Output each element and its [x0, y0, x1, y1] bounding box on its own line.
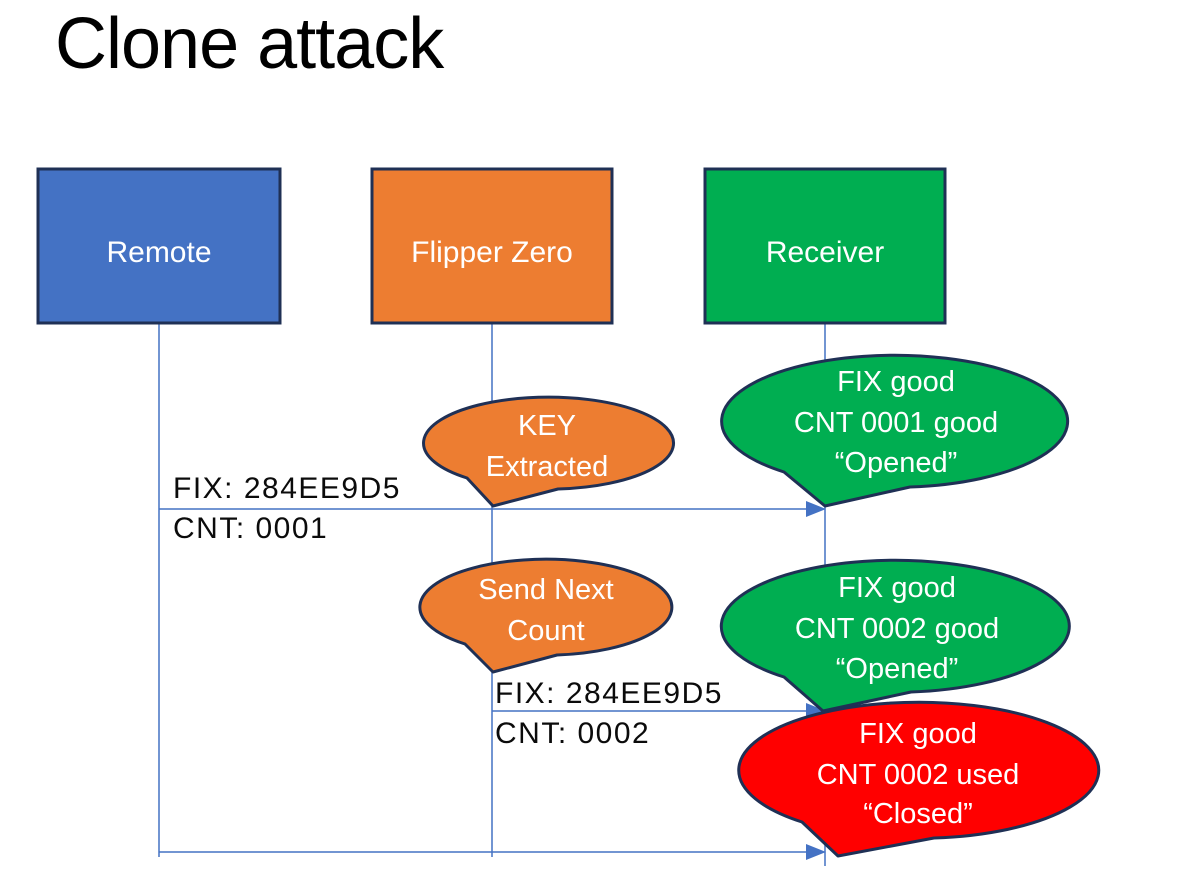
actor-remote: Remote	[36, 167, 282, 325]
bubble-line: KEY	[518, 410, 576, 442]
speech-bubble	[422, 395, 676, 508]
actor-label: Remote	[106, 236, 211, 269]
arrowhead-right-icon	[806, 844, 826, 860]
message-1-cnt-label: CNT: 0001	[173, 512, 328, 545]
callout-opened-2: FIX good CNT 0002 good “Opened”	[719, 558, 1071, 713]
bubble-line: FIX good	[837, 366, 955, 398]
message-2-cnt-label: CNT: 0002	[495, 717, 650, 750]
actor-label: Receiver	[766, 236, 884, 269]
actor-flipper-zero: Flipper Zero	[370, 167, 614, 325]
callout-opened-1: FIX good CNT 0001 good “Opened”	[720, 353, 1070, 508]
speech-bubble	[737, 700, 1101, 858]
bubble-line: “Closed”	[863, 798, 973, 830]
speech-bubble	[719, 558, 1071, 713]
callout-key-extracted: KEY Extracted	[422, 395, 676, 508]
speech-bubble	[418, 557, 674, 674]
bubble-line: FIX good	[838, 572, 956, 604]
speech-bubble	[720, 353, 1070, 508]
actor-box	[370, 167, 614, 325]
arrowhead-right-icon	[806, 501, 826, 517]
bubble-line: Extracted	[486, 451, 609, 483]
bubble-line: “Opened”	[835, 447, 958, 479]
callout-send-next-count: Send Next Count	[418, 557, 674, 674]
bubble-line: CNT 0001 good	[794, 407, 998, 439]
bubble-line: CNT 0002 used	[817, 759, 1020, 791]
message-1-fix-label: FIX: 284EE9D5	[173, 472, 401, 505]
message-arrow-1	[159, 501, 826, 517]
bubble-line: “Opened”	[836, 653, 959, 685]
bubble-line: FIX good	[859, 718, 977, 750]
actor-box	[36, 167, 282, 325]
page-title: Clone attack	[55, 4, 445, 84]
actor-receiver: Receiver	[703, 167, 947, 325]
message-2-fix-label: FIX: 284EE9D5	[495, 677, 723, 710]
actor-label: Flipper Zero	[411, 236, 573, 269]
bubble-line: CNT 0002 good	[795, 613, 999, 645]
callout-closed: FIX good CNT 0002 used “Closed”	[737, 700, 1101, 858]
bubble-line: Send Next	[478, 574, 613, 606]
message-arrow-3	[159, 844, 826, 860]
bubble-line: Count	[507, 615, 584, 647]
actor-box	[703, 167, 947, 325]
